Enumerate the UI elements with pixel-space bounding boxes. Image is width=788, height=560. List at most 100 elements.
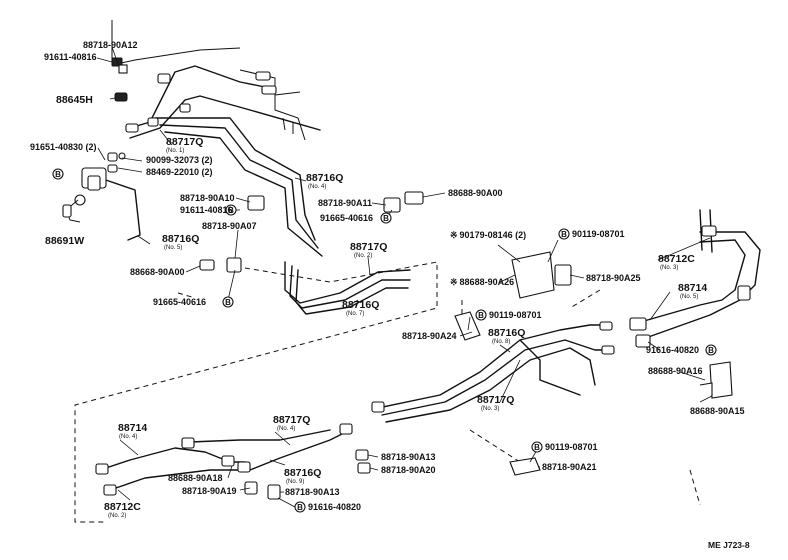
label-88717q-1: 88717Q bbox=[166, 136, 203, 148]
label-88718-90a07: 88718-90A07 bbox=[202, 221, 257, 231]
svg-text:B: B bbox=[561, 230, 567, 239]
label-91611-40816-top: 91611-40816 bbox=[44, 52, 97, 62]
label-88691w: 88691W bbox=[45, 235, 84, 247]
label-91616-40820-bottom: 91616-40820 bbox=[308, 502, 361, 512]
label-88717q-2: 88717Q bbox=[350, 241, 387, 253]
label-88718-90a24: 88718-90A24 bbox=[402, 331, 457, 341]
label-91665-40616-mid: 91665-40616 bbox=[320, 213, 373, 223]
label-88717q-4: 88717Q bbox=[273, 414, 310, 426]
b-symbol: B bbox=[705, 344, 717, 356]
b-symbol: B bbox=[558, 228, 570, 240]
clamp-88718-90a11 bbox=[383, 197, 401, 213]
label-88716q-9-sub: (No. 9) bbox=[286, 479, 304, 485]
drawing-reference: ME J723-8 bbox=[708, 540, 750, 550]
label-88716q-7-sub: (No. 7) bbox=[346, 311, 364, 317]
label-88688-90a00: 88688-90A00 bbox=[448, 188, 503, 198]
svg-text:B: B bbox=[534, 443, 540, 452]
label-88716q-5-sub: (No. 5) bbox=[164, 245, 182, 251]
label-88718-90a12: 88718-90A12 bbox=[83, 40, 138, 50]
svg-text:B: B bbox=[708, 346, 714, 355]
label-88718-90a21: 88718-90A21 bbox=[542, 462, 597, 472]
clamp-88718-90a24 bbox=[454, 311, 481, 341]
b-symbol: B bbox=[380, 212, 392, 224]
label-88717q-1-sub: (No. 1) bbox=[166, 148, 184, 154]
label-88718-90a25: 88718-90A25 bbox=[586, 273, 641, 283]
label-88688-90a15: 88688-90A15 bbox=[690, 406, 745, 416]
label-88712c-3-sub: (No. 3) bbox=[660, 265, 678, 271]
label-88469-22010: 88469-22010 (2) bbox=[146, 167, 213, 177]
asterisk-mark: ※ bbox=[450, 230, 458, 240]
dashed-group-outlines bbox=[74, 261, 701, 523]
label-88645h: 88645H bbox=[56, 94, 93, 106]
clamp-88718-90a13-b bbox=[267, 484, 281, 500]
bracket-88688-90a26 bbox=[511, 251, 572, 299]
components bbox=[62, 57, 751, 500]
clamp-88718-90a07 bbox=[226, 257, 242, 273]
label-88688-90a16: 88688-90A16 bbox=[648, 366, 703, 376]
svg-text:B: B bbox=[55, 170, 61, 179]
label-88712c-3: 88712C bbox=[658, 253, 695, 265]
label-90179-08146: ※90179-08146 (2) bbox=[450, 230, 526, 240]
label-88717q-3-sub: (No. 3) bbox=[481, 406, 499, 412]
proportioning-valve-88691w bbox=[62, 167, 107, 223]
label-88718-90a20: 88718-90A20 bbox=[381, 465, 436, 475]
clamp-88668-90a00-left bbox=[199, 259, 215, 271]
label-88716q-5: 88716Q bbox=[162, 233, 199, 245]
label-90119-08701-top: 90119-08701 bbox=[572, 229, 625, 239]
label-91611-40816-mid: 91611-40816 bbox=[180, 205, 233, 215]
fitting-88718-90a12 bbox=[118, 64, 128, 74]
label-88717q-3: 88717Q bbox=[477, 394, 514, 406]
label-88717q-4-sub: (No. 4) bbox=[277, 426, 295, 432]
label-91651-40830: 91651-40830 (2) bbox=[30, 142, 97, 152]
clamp-88718-90a19 bbox=[244, 481, 258, 495]
label-88688-90a18: 88688-90A18 bbox=[168, 473, 223, 483]
label-88716q-4-sub: (No. 4) bbox=[308, 184, 326, 190]
svg-text:B: B bbox=[383, 214, 389, 223]
label-88718-90a10: 88718-90A10 bbox=[180, 193, 235, 203]
label-90119-08701-mid: 90119-08701 bbox=[489, 310, 542, 320]
label-88716q-7: 88716Q bbox=[342, 299, 379, 311]
label-88712c-2-sub: (No. 2) bbox=[108, 513, 126, 519]
brake-pipe-routes bbox=[99, 65, 761, 491]
label-88718-90a11: 88718-90A11 bbox=[318, 198, 372, 208]
label-91665-40616-left: 91665-40616 bbox=[153, 297, 206, 307]
leader-lines bbox=[96, 46, 713, 508]
b-symbol: B bbox=[225, 204, 237, 216]
label-88718-90a13-a: 88718-90A13 bbox=[381, 452, 436, 462]
svg-text:B: B bbox=[297, 503, 303, 512]
svg-text:B: B bbox=[478, 311, 484, 320]
label-88714-5: 88714 bbox=[678, 282, 707, 294]
label-88717q-2-sub: (No. 2) bbox=[354, 253, 372, 259]
svg-text:B: B bbox=[225, 298, 231, 307]
clamp-88718-90a10 bbox=[247, 195, 265, 211]
label-88714-4: 88714 bbox=[118, 422, 147, 434]
b-symbol: B bbox=[294, 501, 306, 513]
label-88688-90a26: ※88688-90A26 bbox=[450, 277, 514, 287]
asterisk-mark: ※ bbox=[450, 277, 458, 287]
label-88716q-9: 88716Q bbox=[284, 467, 321, 479]
label-91616-40820-right: 91616-40820 bbox=[646, 345, 699, 355]
clamp-88718-90a20 bbox=[357, 462, 371, 474]
label-88668-90a00-left: 88668-90A00 bbox=[130, 267, 185, 277]
svg-text:B: B bbox=[228, 206, 234, 215]
b-symbol: B bbox=[475, 309, 487, 321]
clamp-88718-90a21 bbox=[509, 457, 541, 476]
b-symbol: B bbox=[222, 296, 234, 308]
bracket-88688-90a15 bbox=[699, 361, 733, 399]
part-labels: 88718-90A12 91611-40816 88645H 91651-408… bbox=[30, 40, 750, 550]
label-88718-90a13-b: 88718-90A13 bbox=[285, 487, 340, 497]
body-panel-structure bbox=[111, 20, 306, 141]
label-88716q-8-sub: (No. 8) bbox=[492, 339, 510, 345]
fitting-88645h bbox=[114, 92, 128, 102]
label-88714-5-sub: (No. 5) bbox=[680, 294, 698, 300]
b-symbol: B bbox=[531, 441, 543, 453]
label-88714-4-sub: (No. 4) bbox=[119, 434, 137, 440]
label-88716q-4: 88716Q bbox=[306, 172, 343, 184]
label-88718-90a19: 88718-90A19 bbox=[182, 486, 237, 496]
clamp-88718-90a13-a bbox=[355, 449, 369, 461]
b-symbols: B B B B B B B B B bbox=[52, 168, 717, 513]
b-symbol: B bbox=[52, 168, 64, 180]
label-90099-32073: 90099-32073 (2) bbox=[146, 155, 213, 165]
label-88716q-8: 88716Q bbox=[488, 327, 525, 339]
